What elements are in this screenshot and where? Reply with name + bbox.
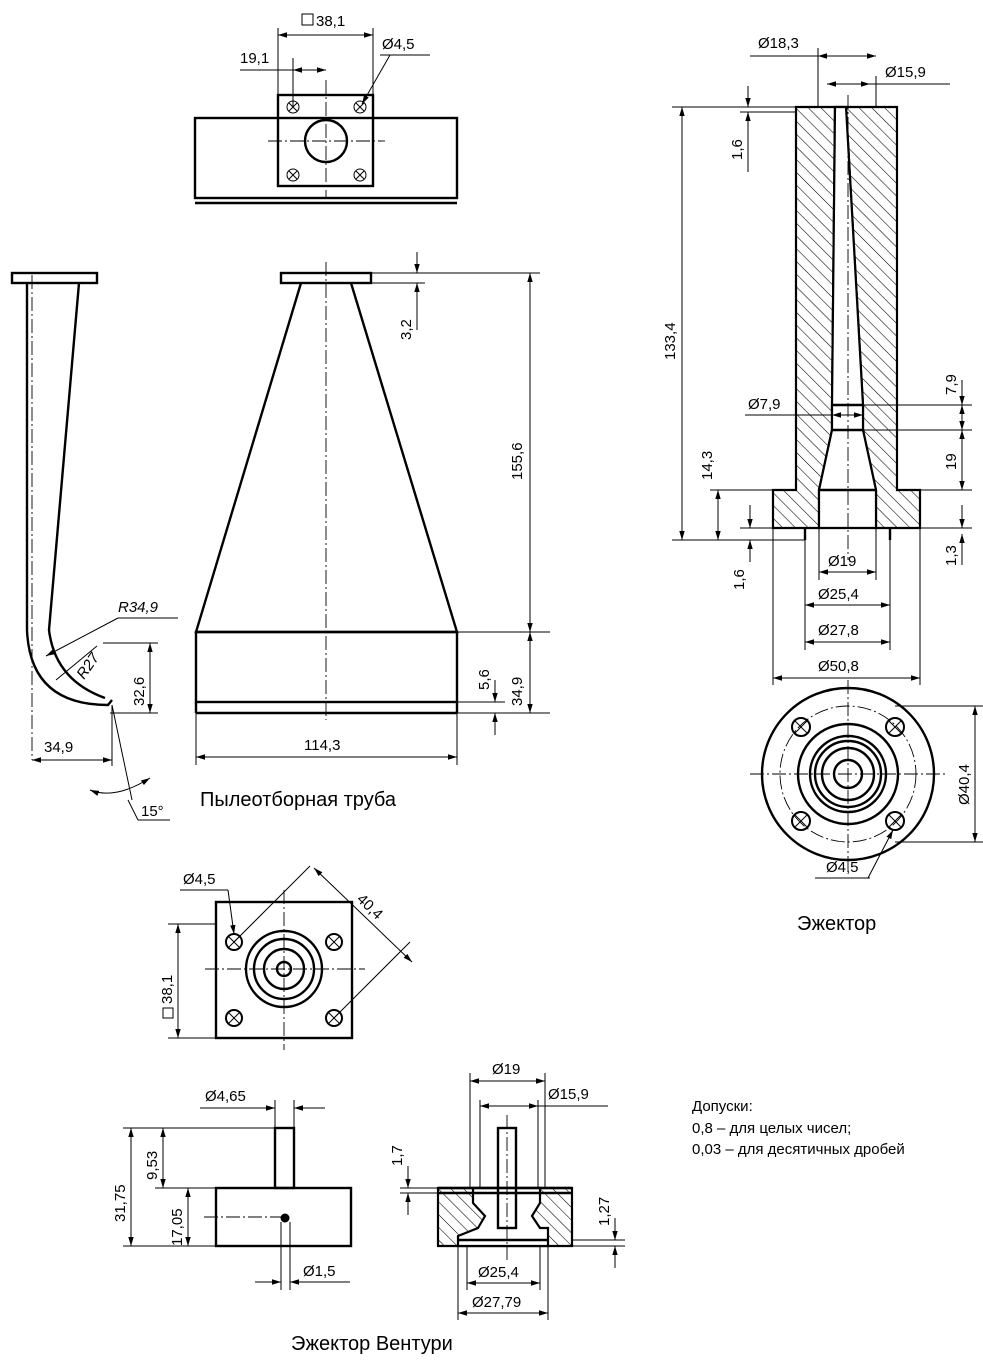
ejector-section-view: Ø18,3 Ø15,9 1,6 133,4 7,9 19 1,3 Ø7,9 [662,35,972,685]
venturi-plan-view: Ø4,5 40,4 38,1 [159,865,413,1050]
caption-dust-tube: Пылеотборная труба [200,789,397,811]
v-dim-d4-65: Ø4,65 [205,1088,246,1105]
ej-dim-d7-9: Ø7,9 [748,396,781,413]
v-dim-1-27: 1,27 [596,1197,613,1226]
ej-dim-d15-9: Ø15,9 [885,64,926,81]
ej-dim-d50-8: Ø50,8 [818,658,859,675]
tolerances-line-2: 0,03 – для десятичных дробей [692,1141,905,1158]
dim-155-6: 155,6 [509,442,526,480]
dim-15-deg: 15° [141,803,164,820]
ej-dim-d40-4: Ø40,4 [956,764,973,805]
v-dim-d27-79: Ø27,79 [472,1294,521,1311]
caption-ejector: Эжектор [797,913,876,935]
caption-venturi: Эжектор Вентури [291,1333,453,1355]
ej-dim-133-4: 133,4 [662,322,679,360]
venturi-side-view: Ø4,65 9,53 31,75 17,05 Ø1,5 [112,1088,353,1290]
v-dim-d19: Ø19 [492,1061,520,1078]
dim-34-9-bottom: 34,9 [44,739,73,756]
dim-34-9-right: 34,9 [509,677,526,706]
ej-dim-14-3: 14,3 [699,451,716,480]
ej-dim-1-6-top: 1,6 [729,139,746,160]
v-dim-17-05: 17,05 [169,1208,186,1246]
ej-dim-d18-3: Ø18,3 [758,35,799,52]
dim-r27: R27 [73,649,103,682]
ejector-plan-view: Ø40,4 Ø4,5 [750,680,983,879]
dim-114-3: 114,3 [304,737,340,754]
v-dim-40-4: 40,4 [353,891,386,924]
venturi-section-view: Ø19 Ø15,9 1,7 1,27 Ø25,4 Ø27,79 [389,1061,625,1320]
tolerances-line-1: 0,8 – для целых чисел; [692,1120,851,1137]
dust-tube-front-view: 3,2 155,6 5,6 34,9 114,3 [194,252,550,765]
ej-dim-7-9: 7,9 [943,374,960,395]
v-dim-31-75: 31,75 [112,1184,129,1222]
tolerances-note: Допуски: 0,8 – для целых чисел; 0,03 – д… [692,1098,905,1158]
dim-5-6: 5,6 [476,669,493,690]
v-dim-d15-9: Ø15,9 [548,1086,589,1103]
ej-dim-19: 19 [943,453,960,470]
ej-dim-1-6-bottom: 1,6 [731,569,748,590]
v-dim-d25-4: Ø25,4 [478,1264,519,1281]
dim-3-2: 3,2 [398,319,415,340]
dust-tube-top-view: 38,1 19,1 Ø4,5 [193,13,459,205]
v-dim-sq-38-1: 38,1 [159,975,176,1004]
v-dim-9-53: 9,53 [144,1151,161,1180]
tolerances-heading: Допуски: [692,1098,753,1115]
ej-dim-d25-4: Ø25,4 [818,586,859,603]
v-dim-d1-5: Ø1,5 [303,1263,336,1280]
v-dim-d4-5: Ø4,5 [183,871,216,888]
v-dim-1-7: 1,7 [389,1145,406,1166]
ej-dim-d4-5: Ø4,5 [826,859,859,876]
dim-d4-5-top: Ø4,5 [382,36,415,53]
dim-r34-9: R34,9 [118,599,159,616]
dim-19-1: 19,1 [240,50,269,67]
dim-32-6: 32,6 [131,677,148,706]
dust-tube-side-view: R34,9 R27 32,6 34,9 15° [10,271,178,821]
ej-dim-d19: Ø19 [828,553,856,570]
dim-38-1-top: 38,1 [316,13,345,30]
ej-dim-1-3: 1,3 [943,545,960,566]
ej-dim-d27-8: Ø27,8 [818,622,859,639]
